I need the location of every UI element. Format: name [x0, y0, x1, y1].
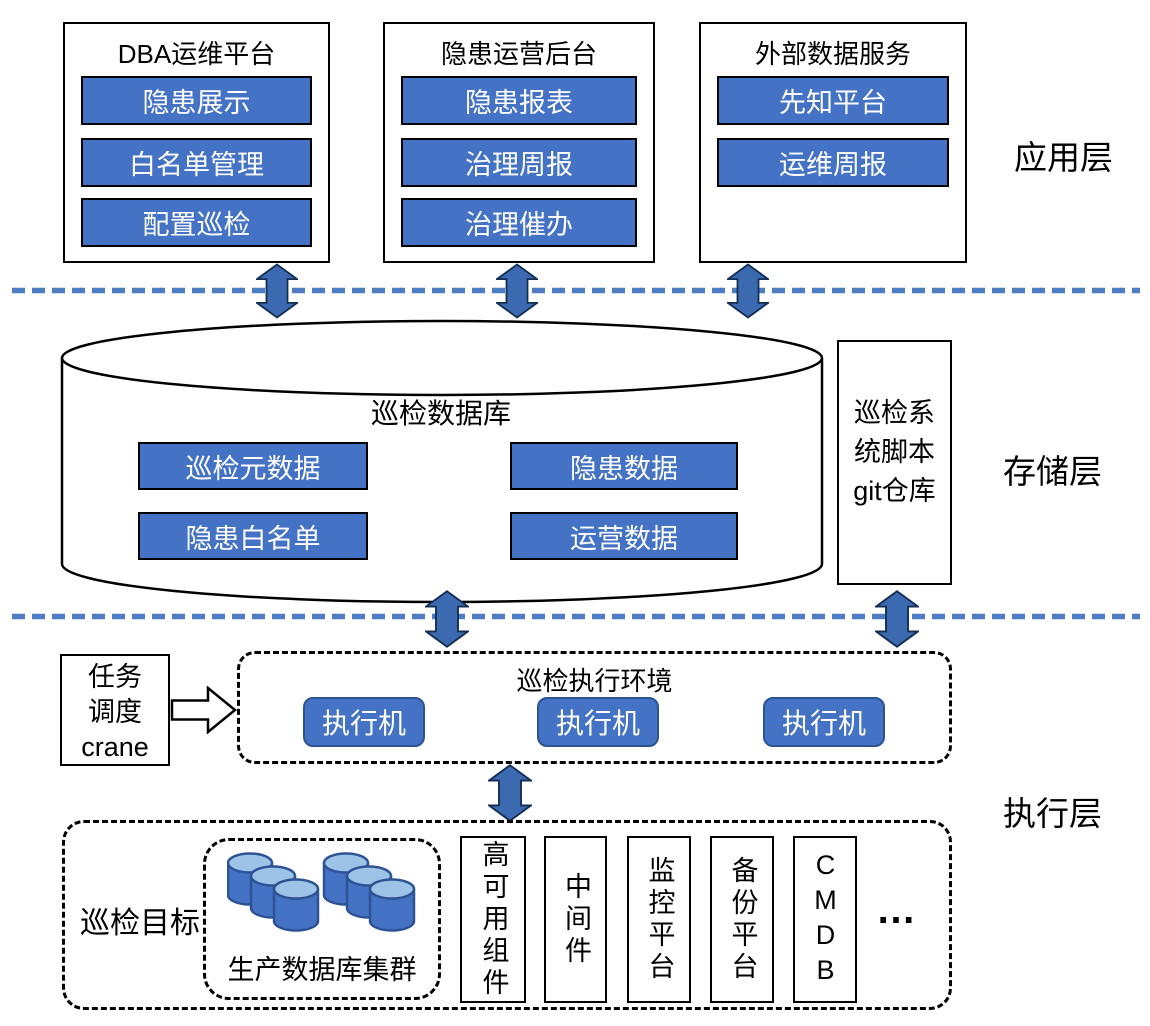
- double-arrow-icon: [488, 764, 532, 822]
- double-arrow-icon: [727, 263, 769, 319]
- module-box: 配置巡检: [81, 198, 312, 247]
- panel-external-data-service: 外部数据服务 先知平台 运维周报: [699, 22, 967, 263]
- db-cylinder-group: [322, 852, 416, 932]
- table-box: 隐患数据: [510, 442, 738, 490]
- double-arrow-icon: [256, 263, 298, 319]
- module-box: 先知平台: [717, 76, 949, 125]
- layer-separator-line: [12, 613, 1140, 620]
- executor-box: 执行机: [763, 697, 885, 747]
- system-label: 备份平台: [727, 855, 758, 984]
- system-box: CMDB: [793, 836, 857, 1003]
- module-box: 隐患报表: [401, 76, 637, 125]
- executor-box: 执行机: [537, 697, 659, 747]
- system-label: 中间件: [561, 871, 591, 968]
- git-repo-line: 巡检系: [854, 398, 935, 428]
- layer-separator-line: [12, 287, 1140, 294]
- system-box: 中间件: [544, 836, 607, 1003]
- db-cluster-label: 生产数据库集群: [227, 955, 417, 985]
- inspection-targets-label: 巡检目标: [80, 907, 200, 940]
- system-label: 监控平台: [644, 855, 675, 984]
- ellipsis-label: …: [876, 888, 916, 932]
- git-repo-line: git仓库: [853, 476, 936, 506]
- system-box: 监控平台: [627, 836, 691, 1003]
- executor-box: 执行机: [303, 697, 425, 747]
- layer-label-application: 应用层: [1014, 139, 1113, 176]
- task-scheduler-box: 任务 调度 crane: [60, 654, 170, 766]
- table-box: 运营数据: [510, 512, 738, 560]
- panel-title: 外部数据服务: [754, 39, 911, 69]
- db-cluster-icon: [227, 852, 416, 932]
- scheduler-line: crane: [81, 732, 149, 762]
- git-repo-line: 统脚本: [854, 437, 935, 467]
- scheduler-line: 任务: [88, 662, 142, 692]
- table-box: 巡检元数据: [138, 442, 368, 490]
- module-box: 隐患展示: [81, 76, 312, 125]
- layer-label-storage: 存储层: [1003, 453, 1102, 490]
- system-label: 高可用组件: [478, 839, 509, 1000]
- module-box: 运维周报: [717, 138, 949, 187]
- system-box: 高可用组件: [460, 836, 526, 1003]
- module-box: 治理周报: [401, 138, 637, 187]
- execution-env-box: 巡检执行环境: [237, 651, 952, 764]
- panel-dba-platform: DBA运维平台 隐患展示 白名单管理 配置巡检: [63, 22, 330, 263]
- db-cylinder-group: [227, 852, 320, 932]
- db-cluster-box: [203, 838, 441, 1000]
- module-box: 白名单管理: [81, 138, 312, 187]
- inspection-targets-box: [62, 820, 952, 1010]
- double-arrow-icon: [496, 263, 538, 319]
- scheduler-line: 调度: [88, 697, 142, 727]
- system-label: CMDB: [810, 849, 841, 990]
- database-title: 巡检数据库: [370, 398, 511, 429]
- git-repo-box: 巡检系 统脚本 git仓库: [837, 340, 952, 585]
- panel-title: 隐患运营后台: [440, 39, 597, 69]
- system-box: 备份平台: [710, 836, 774, 1003]
- layer-label-execution: 执行层: [1003, 795, 1102, 832]
- module-box: 治理催办: [401, 198, 637, 247]
- double-arrow-icon: [425, 590, 469, 648]
- flow-arrow-icon: [170, 686, 237, 734]
- panel-title: DBA运维平台: [117, 39, 276, 69]
- table-box: 隐患白名单: [138, 512, 368, 560]
- panel-risk-ops-backend: 隐患运营后台 隐患报表 治理周报 治理催办: [383, 22, 655, 263]
- execution-env-title: 巡检执行环境: [516, 666, 673, 696]
- double-arrow-icon: [875, 590, 919, 648]
